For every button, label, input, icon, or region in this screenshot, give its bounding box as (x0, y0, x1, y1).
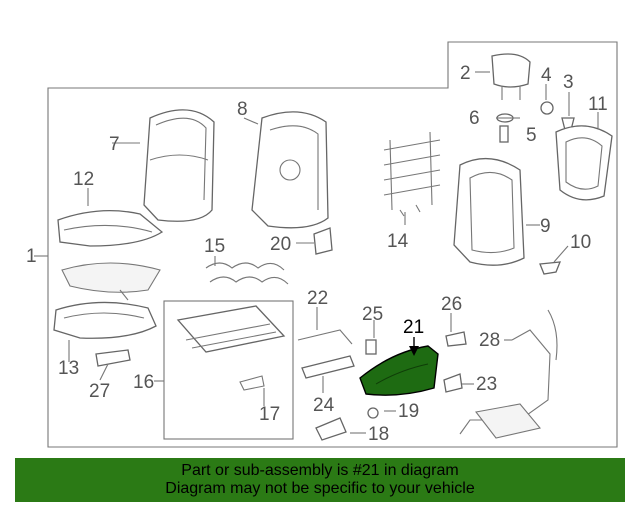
part-27-trim (95, 349, 131, 367)
part-5-bolt (499, 125, 509, 143)
part-4-guide (540, 101, 554, 115)
part-28-harness (459, 309, 558, 439)
callout-22: 22 (307, 288, 328, 309)
callout-2: 2 (460, 63, 471, 84)
callout-6: 6 (469, 108, 480, 129)
callout-19: 19 (398, 401, 419, 422)
callout-25: 25 (362, 304, 383, 325)
part-24-track-cover (301, 355, 355, 379)
callout-28: 28 (479, 330, 500, 351)
part-25-clip (365, 339, 377, 355)
banner-line-2: Diagram may not be specific to your vehi… (165, 480, 475, 497)
callout-20: 20 (270, 234, 291, 255)
part-8-seatback-pad (251, 111, 329, 229)
part-16-seat-adjuster (176, 305, 286, 391)
part-21-shape (359, 345, 439, 396)
part-14-back-frame-wires (383, 131, 441, 217)
callout-18: 18 (368, 424, 389, 445)
callout-3: 3 (563, 72, 574, 93)
callout-9: 9 (540, 216, 551, 237)
part-9-seatback-frame (453, 157, 525, 266)
part-23-bracket (443, 373, 463, 393)
callout-1: 1 (26, 246, 37, 267)
info-banner: Part or sub-assembly is #21 in diagram D… (15, 458, 625, 502)
arrow-21 (409, 346, 419, 356)
callout-8: 8 (237, 99, 248, 120)
part-2-headrest (491, 53, 531, 100)
part-10-bracket (539, 261, 562, 275)
callout-26: 26 (441, 294, 462, 315)
sub-assembly-16-frame (163, 300, 294, 440)
callout-27: 27 (89, 381, 110, 402)
part-22-wire (297, 329, 353, 345)
callout-11: 11 (588, 94, 608, 115)
callout-17: 17 (259, 404, 280, 425)
callout-15: 15 (204, 236, 225, 257)
callout-13: 13 (58, 358, 79, 379)
callout-24: 24 (313, 395, 335, 416)
leader-lines (34, 71, 599, 434)
part-15-springs (205, 262, 289, 285)
parts-diagram: 1 2 3 4 5 6 7 8 9 10 11 12 13 14 15 16 1… (26, 41, 618, 448)
part-18-bracket (315, 417, 347, 441)
callout-21: 21 (403, 317, 424, 338)
callout-12: 12 (73, 169, 94, 190)
callout-5: 5 (526, 125, 537, 146)
callout-10: 10 (570, 232, 591, 253)
part-26-clip (445, 331, 467, 347)
callout-7: 7 (109, 134, 120, 155)
part-11-back-panel (555, 125, 613, 201)
callout-23: 23 (476, 374, 497, 395)
part-12-cushion-cover (57, 209, 164, 247)
part-13-cushion-pad (53, 301, 157, 339)
part-19-nut (367, 407, 379, 419)
part-cushion-mat (61, 262, 161, 301)
callout-4: 4 (541, 65, 552, 86)
callout-16: 16 (133, 372, 154, 393)
assembly-frame (47, 41, 618, 448)
part-7-seatback-cover (143, 109, 215, 222)
callout-14: 14 (387, 231, 409, 252)
part-20-bracket (313, 227, 333, 255)
banner-line-1: Part or sub-assembly is #21 in diagram (181, 462, 459, 479)
part-21-highlighted (359, 345, 439, 396)
